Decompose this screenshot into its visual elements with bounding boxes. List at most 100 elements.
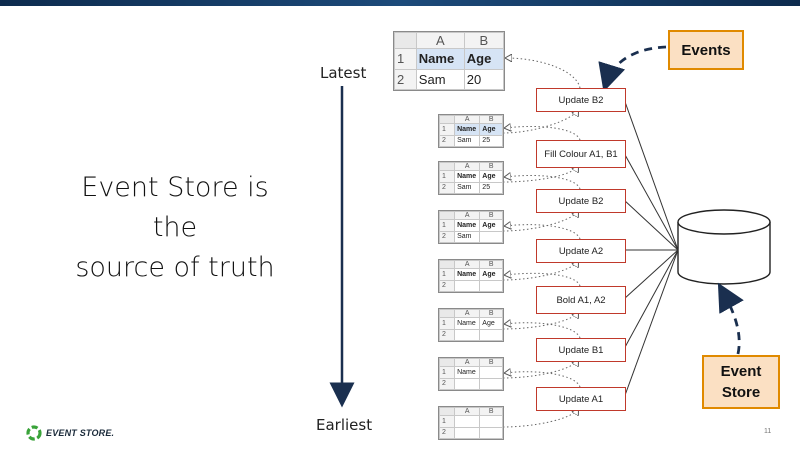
cell-b2: 25	[479, 134, 503, 148]
row-number: 2	[394, 68, 417, 90]
sheet-corner	[438, 406, 456, 417]
event-store-callout: Event Store	[702, 355, 780, 409]
event-update-a2: Update A2	[536, 239, 626, 263]
events-dashed-arrow	[598, 45, 667, 93]
row-number: 2	[438, 426, 456, 440]
event-update-b1: Update B1	[536, 338, 626, 362]
page-number: 11	[764, 428, 772, 435]
state-arrow	[505, 372, 581, 388]
store-link-line	[623, 152, 679, 251]
store-link-line	[623, 98, 679, 251]
row-number: 2	[438, 328, 456, 342]
state-arrow	[502, 110, 578, 134]
column-header: A	[454, 406, 481, 417]
column-header: A	[454, 161, 481, 172]
headline-line-3: source of truth	[75, 252, 275, 283]
column-header: A	[454, 114, 481, 125]
row-number: 1	[438, 219, 456, 232]
cell-b1: Age	[479, 317, 503, 330]
headline-line-1: Event Store is	[81, 172, 269, 203]
cell-a2: Sam	[454, 181, 481, 195]
state-arrow	[506, 58, 581, 89]
top-banner	[0, 0, 800, 6]
cell-b2: 20	[463, 68, 505, 90]
cell-b2	[479, 426, 503, 440]
state-arrow	[502, 409, 578, 428]
cell-a1: Name	[454, 268, 481, 281]
cell-b2	[479, 279, 503, 293]
sheet-corner	[438, 210, 456, 221]
column-header: A	[454, 259, 481, 270]
column-header: B	[479, 308, 503, 319]
cell-b2	[479, 230, 503, 244]
event-to-store-lines	[623, 98, 679, 399]
row-number: 1	[438, 317, 456, 330]
row-number: 1	[394, 48, 417, 70]
cell-b2	[479, 328, 503, 342]
column-header: A	[415, 32, 465, 49]
column-header: B	[479, 259, 503, 270]
row-number: 1	[438, 415, 456, 428]
event-to-sheet-arrows	[502, 58, 581, 428]
column-header: A	[454, 357, 481, 368]
cell-b2: 25	[479, 181, 503, 195]
row-number: 2	[438, 377, 456, 391]
cell-a1: Name	[454, 317, 481, 330]
cell-a2	[454, 426, 481, 440]
cell-a2	[454, 377, 481, 391]
cell-a2: Sam	[454, 134, 481, 148]
row-number: 2	[438, 230, 456, 244]
store-dashed-arrow	[717, 282, 744, 355]
sheet-corner	[438, 308, 456, 319]
state-arrow	[505, 176, 581, 190]
state-arrow	[505, 323, 581, 339]
cell-b1: Age	[479, 268, 503, 281]
event-store-logo: EVENT STORE.	[26, 425, 114, 441]
cell-a1: Name	[454, 170, 481, 183]
column-header: A	[454, 210, 481, 221]
cell-a1: Name	[415, 48, 465, 70]
column-header: B	[479, 406, 503, 417]
headline-line-2: the	[152, 212, 198, 243]
cell-b2	[479, 377, 503, 391]
row-number: 1	[438, 170, 456, 183]
sheet-corner	[394, 32, 417, 49]
latest-label: Latest	[320, 64, 367, 82]
cell-b1: Age	[479, 123, 503, 136]
column-header: A	[454, 308, 481, 319]
sheet-corner	[438, 114, 456, 125]
event-update-b2: Update B2	[536, 189, 626, 213]
row-number: 2	[438, 279, 456, 293]
cell-a2	[454, 279, 481, 293]
store-link-line	[623, 249, 679, 399]
events-callout: Events	[668, 30, 744, 70]
cell-b1	[479, 366, 503, 379]
state-arrow	[505, 273, 581, 287]
state-arrow	[502, 211, 578, 232]
event-bold: Bold A1, A2	[536, 286, 626, 314]
event-update-a1: Update A1	[536, 387, 626, 411]
row-number: 2	[438, 134, 456, 148]
column-header: B	[479, 114, 503, 125]
cell-a1: Name	[454, 123, 481, 136]
cell-b1: Age	[479, 219, 503, 232]
headline: Event Store is the source of truth	[60, 168, 290, 288]
cell-a2	[454, 328, 481, 342]
logo-text: EVENT STORE.	[46, 428, 115, 438]
row-number: 1	[438, 268, 456, 281]
cell-b1: Age	[479, 170, 503, 183]
column-header: B	[479, 161, 503, 172]
column-header: B	[479, 357, 503, 368]
sheet-corner	[438, 161, 456, 172]
row-number: 2	[438, 181, 456, 195]
sheet-corner	[438, 259, 456, 270]
cell-b1	[479, 415, 503, 428]
